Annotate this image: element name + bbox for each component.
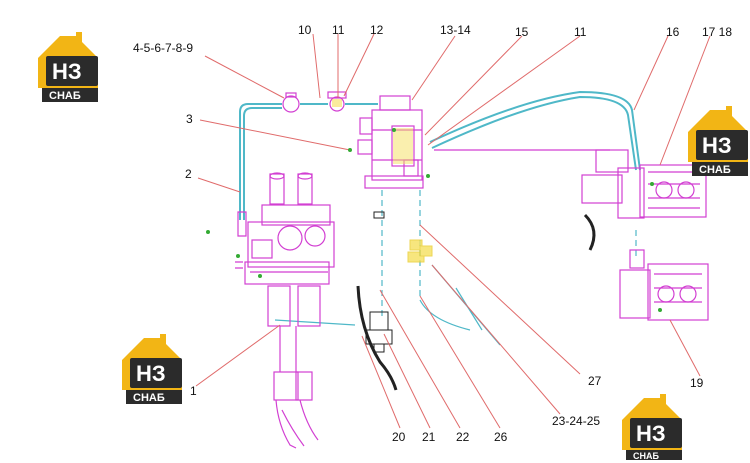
pump-upper [581, 149, 707, 219]
hose-lines [239, 90, 641, 346]
label-20: 20 [392, 430, 406, 444]
hose-filter [327, 91, 347, 112]
label-4-9: 4-5-6-7-8-9 [133, 41, 193, 55]
label-11b: 11 [574, 25, 587, 39]
svg-text:СНАБ: СНАБ [49, 90, 81, 102]
label-27: 27 [588, 374, 602, 388]
left-fitting [237, 211, 247, 237]
label-17-18: 17 18 [702, 25, 732, 39]
accumulator [365, 311, 393, 353]
green-fittings [206, 128, 662, 312]
watermark-logo-bottom-right: НЗ СНАБ [622, 394, 682, 461]
label-15: 15 [515, 25, 529, 39]
distributor-assembly [235, 172, 335, 449]
drain-hose-right [583, 213, 596, 251]
label-21: 21 [422, 430, 436, 444]
label-19: 19 [690, 376, 704, 390]
label-13-14: 13-14 [440, 23, 471, 37]
label-2: 2 [185, 167, 192, 181]
label-3: 3 [186, 112, 193, 126]
svg-text:НЗ: НЗ [136, 361, 166, 386]
svg-text:НЗ: НЗ [702, 133, 732, 158]
svg-text:СНАБ: СНАБ [699, 164, 731, 176]
svg-text:СНАБ: СНАБ [633, 451, 659, 461]
valve-block-highlight [393, 128, 413, 164]
small-fitting [373, 211, 385, 219]
svg-text:СНАБ: СНАБ [133, 392, 165, 404]
label-11a: 11 [332, 23, 345, 37]
label-12: 12 [370, 23, 384, 37]
filter-highlight [332, 99, 342, 107]
drain-hose [356, 285, 398, 391]
label-26: 26 [494, 430, 508, 444]
pump-lower [619, 249, 709, 321]
leader-lines [195, 33, 711, 429]
label-22: 22 [456, 430, 470, 444]
svg-text:НЗ: НЗ [52, 59, 82, 84]
control-valve-block [357, 95, 424, 189]
label-16: 16 [666, 25, 680, 39]
pressure-gauge [282, 92, 300, 113]
manifold [407, 239, 433, 263]
label-10: 10 [298, 23, 312, 37]
label-23-25: 23-24-25 [552, 414, 600, 428]
label-1: 1 [190, 384, 197, 398]
watermark-logo-bottom-left: НЗ СНАБ [122, 334, 182, 404]
watermark-logo-top-left: НЗ СНАБ [38, 32, 98, 102]
svg-text:НЗ: НЗ [636, 421, 666, 446]
watermark-logo-top-right: НЗ СНАБ [688, 106, 748, 176]
